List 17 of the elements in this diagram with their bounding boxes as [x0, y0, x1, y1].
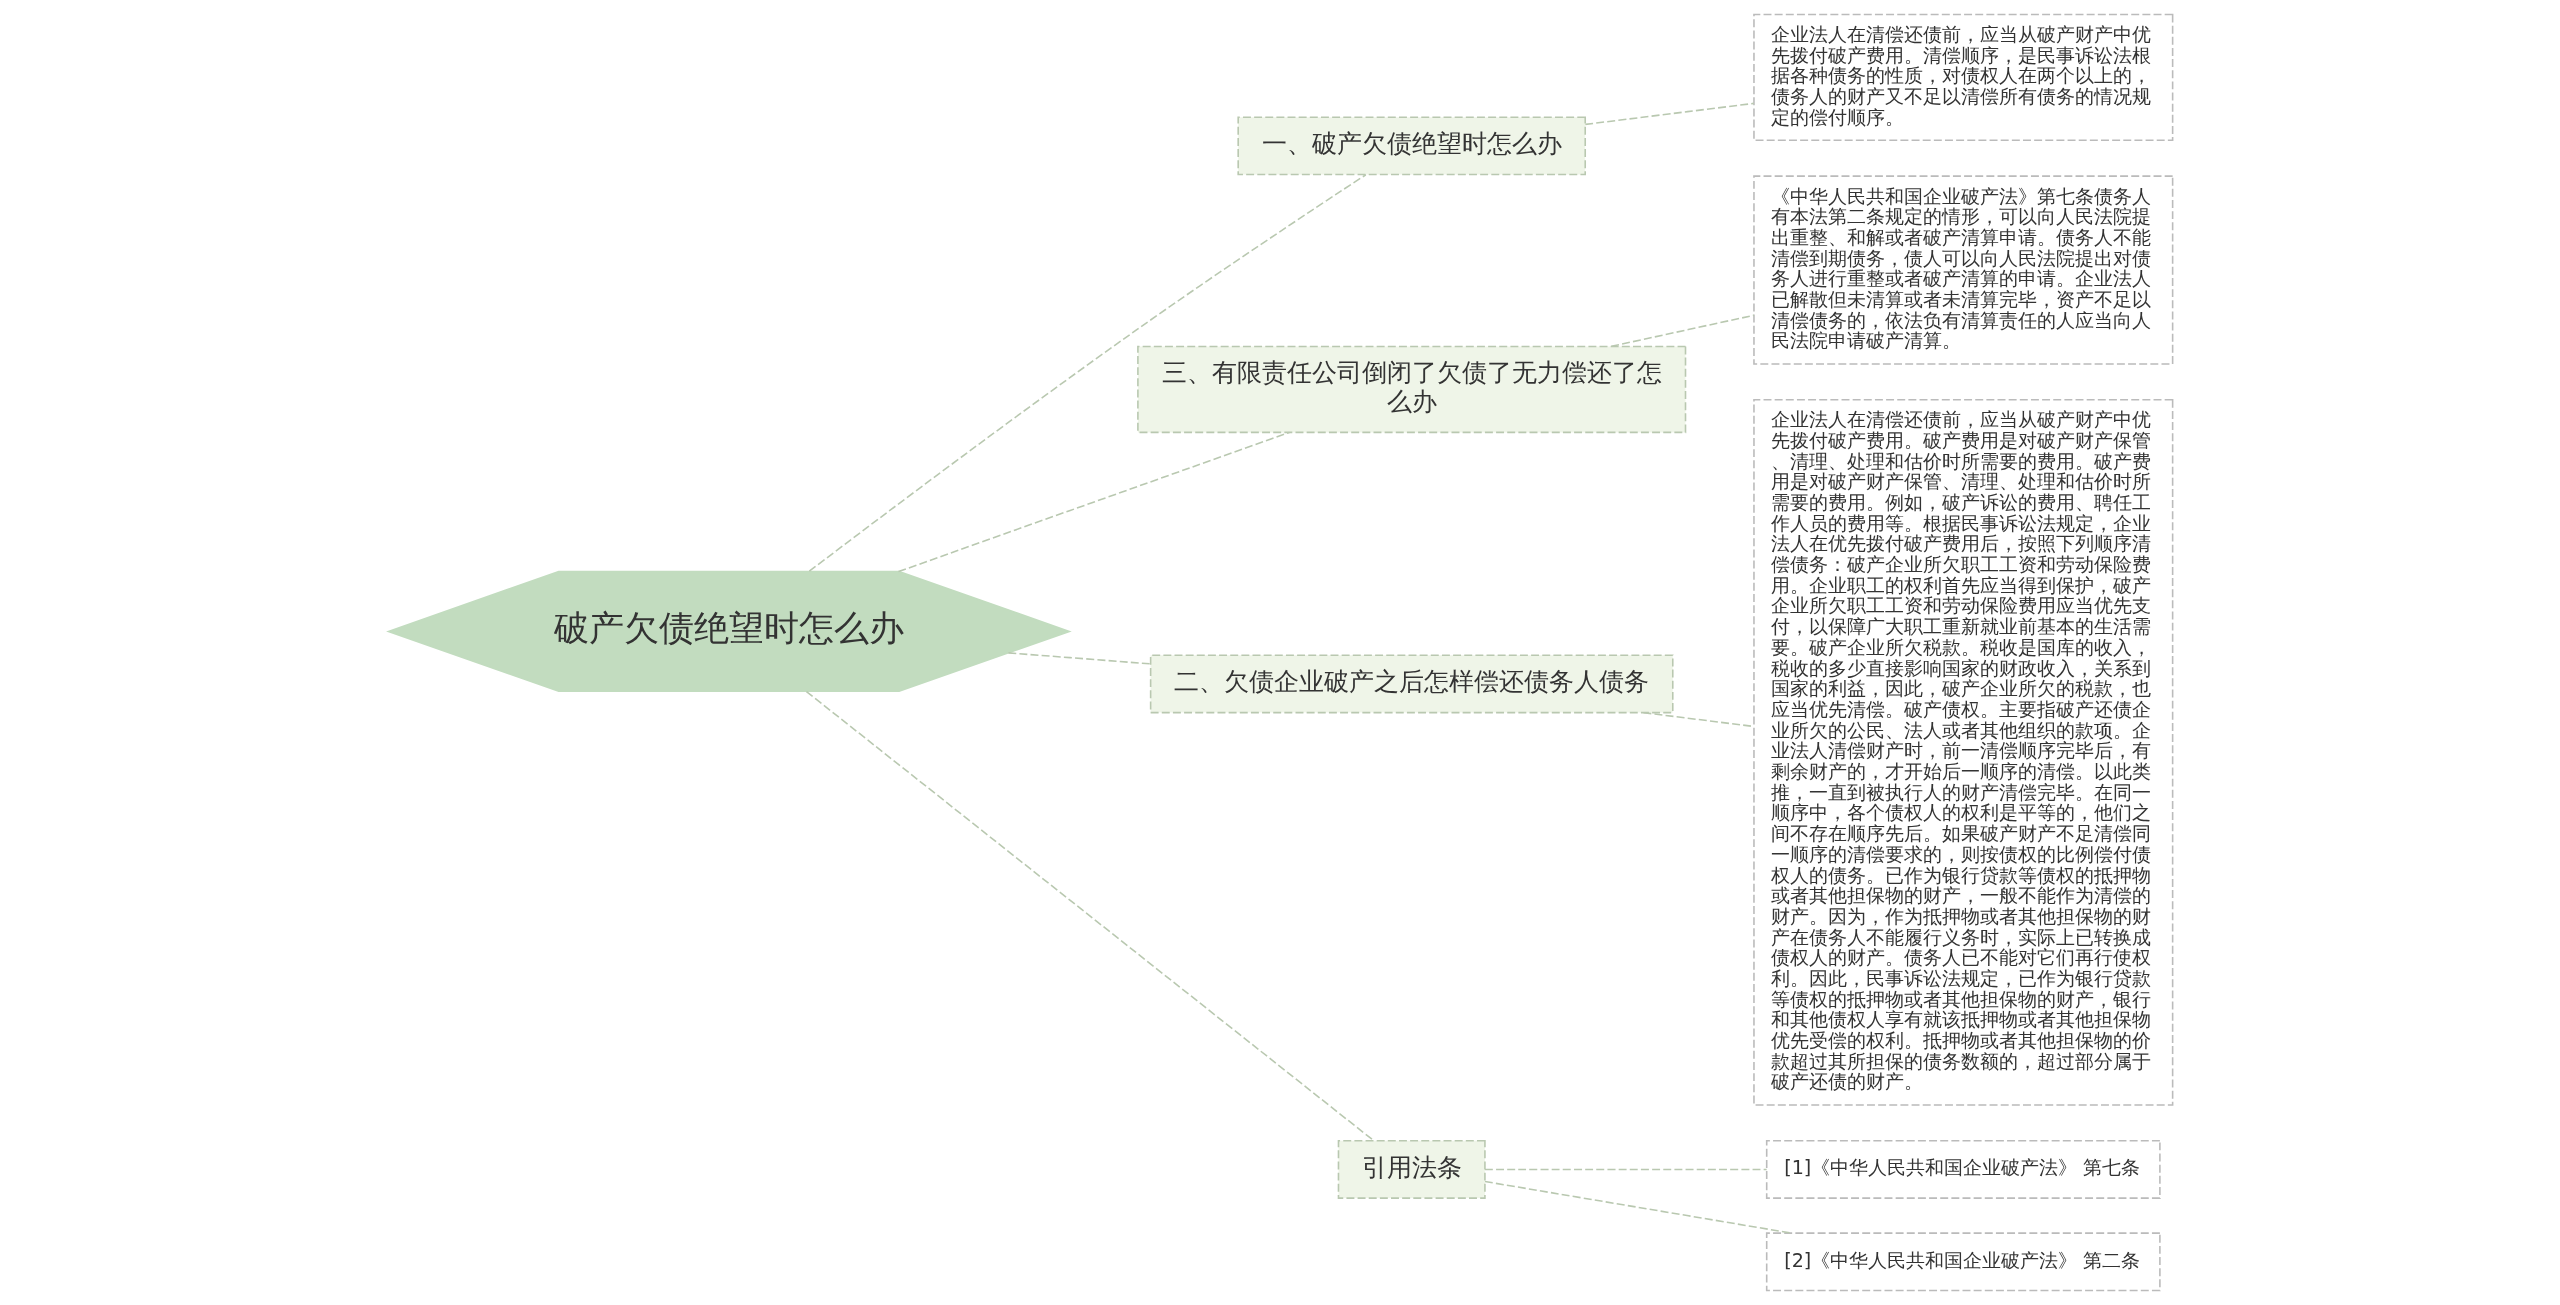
connector — [805, 690, 1374, 1142]
node-box: 企业法人在清偿还债前，应当从破产财产中优先拨付破产费用。清偿顺序，是民事诉讼法根据各种债务的性质，对债权人在两个以上的，债务人的财产又不足以清偿所有债务的情况规定的偿付顺序。 — [1752, 13, 2173, 142]
node-box: 三、有限责任公司倒闭了欠债了无力偿还了怎么办 — [1136, 345, 1686, 434]
connector — [1007, 652, 1151, 665]
node-box: 企业法人在清偿还债前，应当从破产财产中优先拨付破产费用。破产费用是对破产财产保管、清理、处理和估价时所需要的费用。破产费用是对破产财产保管、清理、处理和估价时所需要的费用。例如，破产诉讼的费用、聘任工作人员的费用等。根据民事诉讼法规定，企业法人在优先拨付破产费用后，按照下列顺序清偿债务：破产企业所欠职工工资和劳动保险费用。企业职工的权利首先应当得到保护，破产企业所欠职工工资和劳动保险费用应当优先支付，以保障广大职工重新就业前基本的生活需要。破产企业所欠税款。税收是国库的收入，税收的多少直接影响国家的财政收入，关系到国家的利益，因此，破产企业所欠的税款，也应当优先清偿。破产债权。主要指破产还债企业所欠的公民、法人或者其他组织的款项。企业法人清偿财产时，前一清偿顺序完毕后，有剩余财产的，才开始后一顺序的清偿。以此类推，一直到被执行人的财产清偿完毕。在同一顺序中，各个债权人的权利是平等的，他们之间不存在顺序先后。如果破产财产不足清偿同一顺序的清偿要求的，则按债权的比例偿付债权人的债务。已作为银行贷款等债权的抵押物或者其他担保物的财产，一般不能作为清偿的财产。因为，作为抵押物或者其他担保物的财产在债务人不能履行义务时，实际上已转换成债权人的财产。债务人已不能对它们再行使权利。因此，民事诉讼法规定，已作为银行贷款等债权的抵押物或者其他担保物的财产，银行和其他债权人享有就该抵押物或者其他担保物优先受偿的权利。抵押物或者其他担保物的价款超过其所担保的债务数额的，超过部分属于破产还债的财产。 — [1752, 399, 2173, 1106]
node-box: [1]《中华人民共和国企业破产法》 第七条 — [1765, 1140, 2161, 1199]
connector — [808, 173, 1367, 572]
node-box: 《中华人民共和国企业破产法》第七条债务人有本法第二条规定的情形，可以向人民法院提出重整、和解或者破产清算申请。债务人不能清偿到期债务，债人可以向人民法院提出对债务人进行重整或者破产清算的申请。企业法人已解散但未清算或者未清算完毕，资产不足以清偿债务的，依法负有清算责任的人应当向人民法院申请破产清算。 — [1752, 175, 2173, 365]
connector — [1610, 314, 1755, 348]
connector — [1584, 102, 1754, 126]
connector — [1483, 1168, 1767, 1171]
connector — [897, 431, 1290, 573]
connector — [1483, 1180, 1792, 1234]
node-box: 一、破产欠债绝望时怎么办 — [1236, 116, 1586, 176]
node-box: 引用法条 — [1337, 1140, 1486, 1199]
node-box: [2]《中华人民共和国企业破产法》 第二条 — [1765, 1232, 2161, 1292]
node-box: 二、欠债企业破产之后怎样偿还债务人债务 — [1149, 654, 1674, 714]
